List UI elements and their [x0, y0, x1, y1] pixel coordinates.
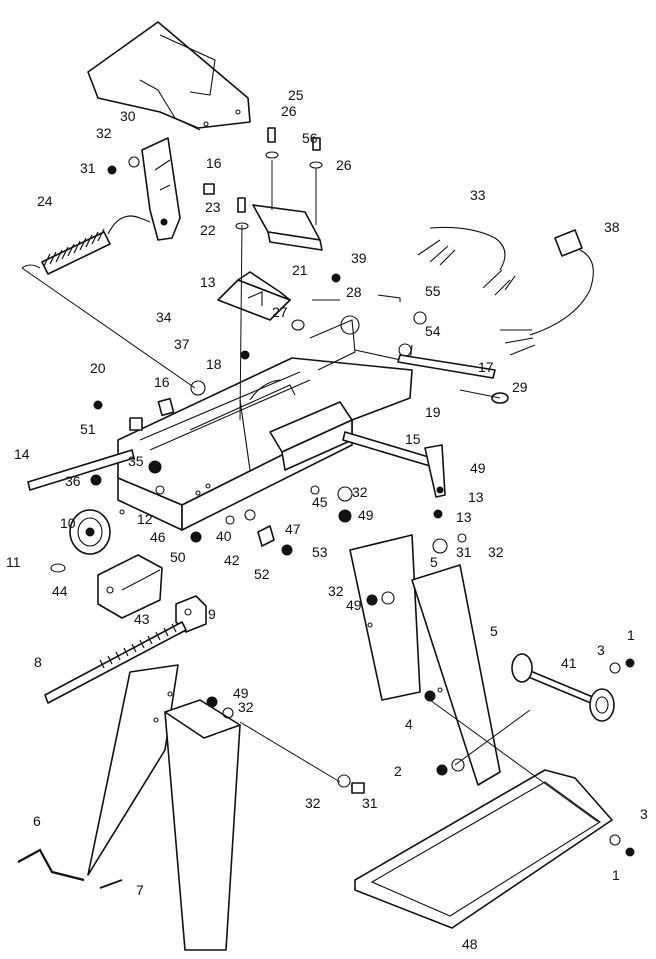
front-leg — [87, 664, 241, 951]
part-number-label: 9 — [208, 606, 216, 622]
feed-screw — [44, 621, 187, 704]
part-number-label: 34 — [156, 309, 172, 325]
part-number-label: 42 — [224, 552, 240, 568]
part-number-label: 28 — [346, 284, 362, 300]
part-number-label: 14 — [14, 446, 30, 462]
part-number-label: 16 — [154, 374, 170, 390]
belt-guard — [87, 21, 251, 131]
base-frame — [354, 769, 613, 929]
part-number-label: 5 — [490, 623, 498, 639]
part-number-label: 21 — [292, 262, 308, 278]
part-number-label: 10 — [60, 515, 76, 531]
part-number-label: 2 — [394, 763, 402, 779]
reference-lines — [21, 160, 599, 823]
part-number-label: 8 — [34, 654, 42, 670]
saw-frame — [117, 315, 413, 531]
part-number-label: 16 — [206, 155, 222, 171]
part-number-label: 31 — [80, 160, 96, 176]
part-number-label: 26 — [336, 157, 352, 173]
part-number-label: 26 — [281, 103, 297, 119]
part-number-label: 3 — [640, 806, 648, 822]
part-number-label: 49 — [470, 460, 486, 476]
part-number-label: 45 — [312, 494, 328, 510]
part-number-label: 39 — [351, 250, 367, 266]
part-number-label: 30 — [120, 108, 136, 124]
pulley-10 — [69, 509, 111, 555]
upper-bracket — [217, 271, 291, 321]
part-number-label: 27 — [272, 304, 288, 320]
part-number-label: 53 — [312, 544, 328, 560]
hardware — [50, 273, 635, 857]
part-number-label: 12 — [137, 511, 153, 527]
part-number-label: 18 — [206, 356, 222, 372]
part-number-label: 35 — [128, 453, 144, 469]
part-number-label: 1 — [627, 627, 635, 643]
part-number-label: 47 — [285, 521, 301, 537]
part-number-label: 1 — [612, 867, 620, 883]
part-number-label: 36 — [65, 473, 81, 489]
axle-wheels — [511, 653, 615, 722]
part-number-label: 32 — [488, 544, 504, 560]
rod-15 — [27, 380, 206, 491]
rear-leg-1 — [349, 534, 421, 701]
part-number-label: 48 — [462, 936, 478, 952]
part-number-label: 29 — [512, 379, 528, 395]
part-number-label: 3 — [597, 642, 605, 658]
handle-6 — [17, 848, 123, 889]
part-number-label: 23 — [205, 199, 221, 215]
part-number-label: 13 — [468, 489, 484, 505]
part-number-label: 31 — [456, 544, 472, 560]
part-number-label: 37 — [174, 336, 190, 352]
bracket-44 — [97, 554, 163, 619]
part-number-label: 55 — [425, 283, 441, 299]
part-number-label: 32 — [305, 795, 321, 811]
part-number-label: 51 — [80, 421, 96, 437]
part-number-label: 22 — [200, 222, 216, 238]
part-number-label: 32 — [328, 583, 344, 599]
blade-guard — [252, 204, 323, 251]
part-number-label: 25 — [288, 87, 304, 103]
motor-bracket — [141, 137, 181, 241]
part-number-label: 6 — [33, 813, 41, 829]
part-number-label: 17 — [478, 359, 494, 375]
part-number-label: 41 — [561, 655, 577, 671]
part-number-label: 4 — [405, 716, 413, 732]
part-number-label: 24 — [37, 193, 53, 209]
part-number-label: 32 — [96, 125, 112, 141]
part-number-label: 32 — [352, 484, 368, 500]
part-number-label: 31 — [362, 795, 378, 811]
part-number-label: 50 — [170, 549, 186, 565]
part-number-label: 49 — [358, 507, 374, 523]
power-cords — [417, 226, 594, 356]
part-number-label: 44 — [52, 583, 68, 599]
part-number-label: 33 — [470, 187, 486, 203]
part-number-label: 32 — [238, 699, 254, 715]
part-number-label: 43 — [134, 611, 150, 627]
part-number-label: 13 — [456, 509, 472, 525]
part-number-label: 20 — [90, 360, 106, 376]
part-number-label: 7 — [136, 882, 144, 898]
part-number-label: 40 — [216, 528, 232, 544]
part-number-label: 13 — [200, 274, 216, 290]
part-number-label: 5 — [430, 554, 438, 570]
part-number-label: 52 — [254, 566, 270, 582]
part-number-label: 19 — [425, 404, 441, 420]
part-number-label: 56 — [302, 130, 318, 146]
tension-spring — [21, 215, 151, 275]
part-number-label: 46 — [150, 529, 166, 545]
part-number-label: 49 — [346, 597, 362, 613]
rear-leg-2 — [411, 564, 501, 786]
part-number-label: 49 — [233, 685, 249, 701]
part-number-label: 15 — [405, 431, 421, 447]
part-number-label: 38 — [604, 219, 620, 235]
block-9 — [175, 595, 207, 633]
part-number-label: 11 — [6, 554, 21, 570]
part-number-label: 54 — [425, 323, 441, 339]
